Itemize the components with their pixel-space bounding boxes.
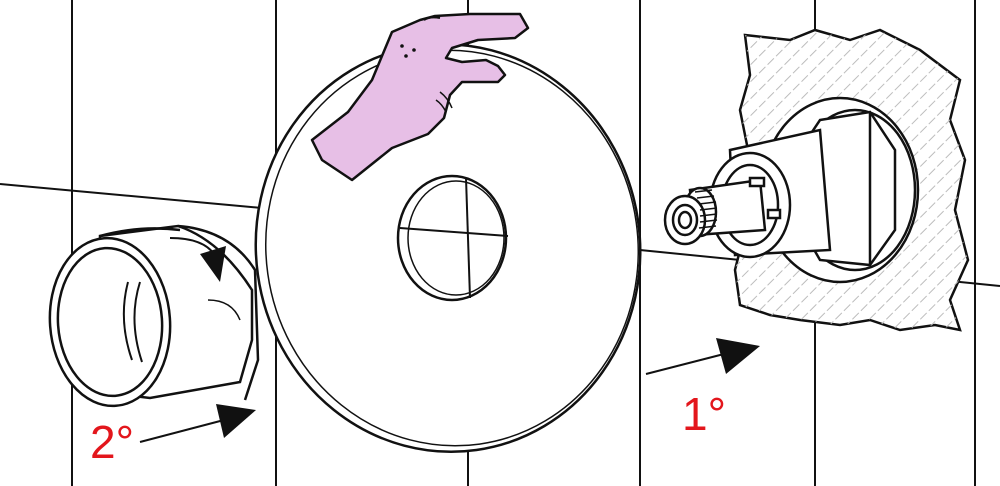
arrow-icon bbox=[140, 404, 256, 442]
arrow-icon bbox=[646, 338, 760, 374]
plate-center-hole bbox=[398, 176, 506, 300]
step-label-second: 2° bbox=[90, 416, 134, 468]
step-label-first: 1° bbox=[682, 388, 726, 440]
tile-line bbox=[0, 184, 262, 208]
cover-sleeve bbox=[44, 226, 258, 410]
